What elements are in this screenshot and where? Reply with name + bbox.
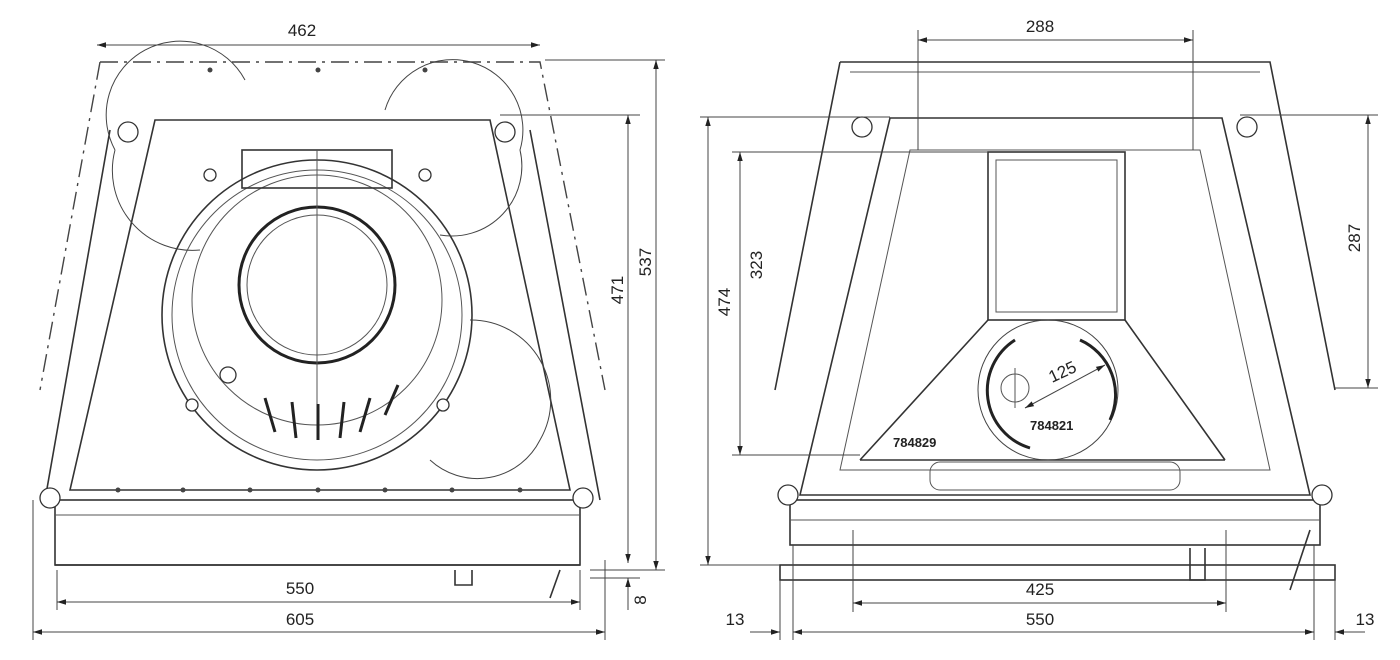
dim-base-inner-width: 550 <box>286 579 314 598</box>
dim-base-width: 550 <box>1026 610 1054 629</box>
dim-top-width: 462 <box>288 21 316 40</box>
dim-base-offset: 8 <box>631 595 650 604</box>
part-code-baffle: 784829 <box>893 435 936 450</box>
front-view: 462 550 605 471 537 8 <box>32 21 665 640</box>
dim-top-opening-width: 288 <box>1026 17 1054 36</box>
flue-circle <box>977 319 1119 461</box>
base-frame <box>789 499 1321 546</box>
dim-left-margin: 13 <box>726 610 745 629</box>
dim-right-margin: 13 <box>1356 610 1375 629</box>
dim-overall-height: 474 <box>715 288 734 316</box>
dim-bottom-opening-width: 425 <box>1026 580 1054 599</box>
dim-overall-width: 605 <box>286 610 314 629</box>
inner-frame <box>798 117 1312 496</box>
dim-right-height: 287 <box>1345 224 1364 252</box>
base-plate <box>779 564 1336 581</box>
outer-casing-outline <box>100 61 606 391</box>
part-code-flue: 784821 <box>1030 418 1073 433</box>
outer-casing-outline <box>774 61 1336 391</box>
dim-overall-height: 537 <box>636 248 655 276</box>
hinge-bolts <box>39 121 594 509</box>
dim-inner-height: 323 <box>747 251 766 279</box>
dim-flue-diameter: 125 <box>1046 357 1080 386</box>
back-wall <box>987 151 1126 321</box>
inner-frame <box>68 119 571 491</box>
hinge-bolts <box>777 116 1333 506</box>
dim-inner-height: 471 <box>608 276 627 304</box>
side-view: 125 784821 784829 288 287 323 474 425 <box>700 17 1378 640</box>
base-plate <box>54 499 581 566</box>
